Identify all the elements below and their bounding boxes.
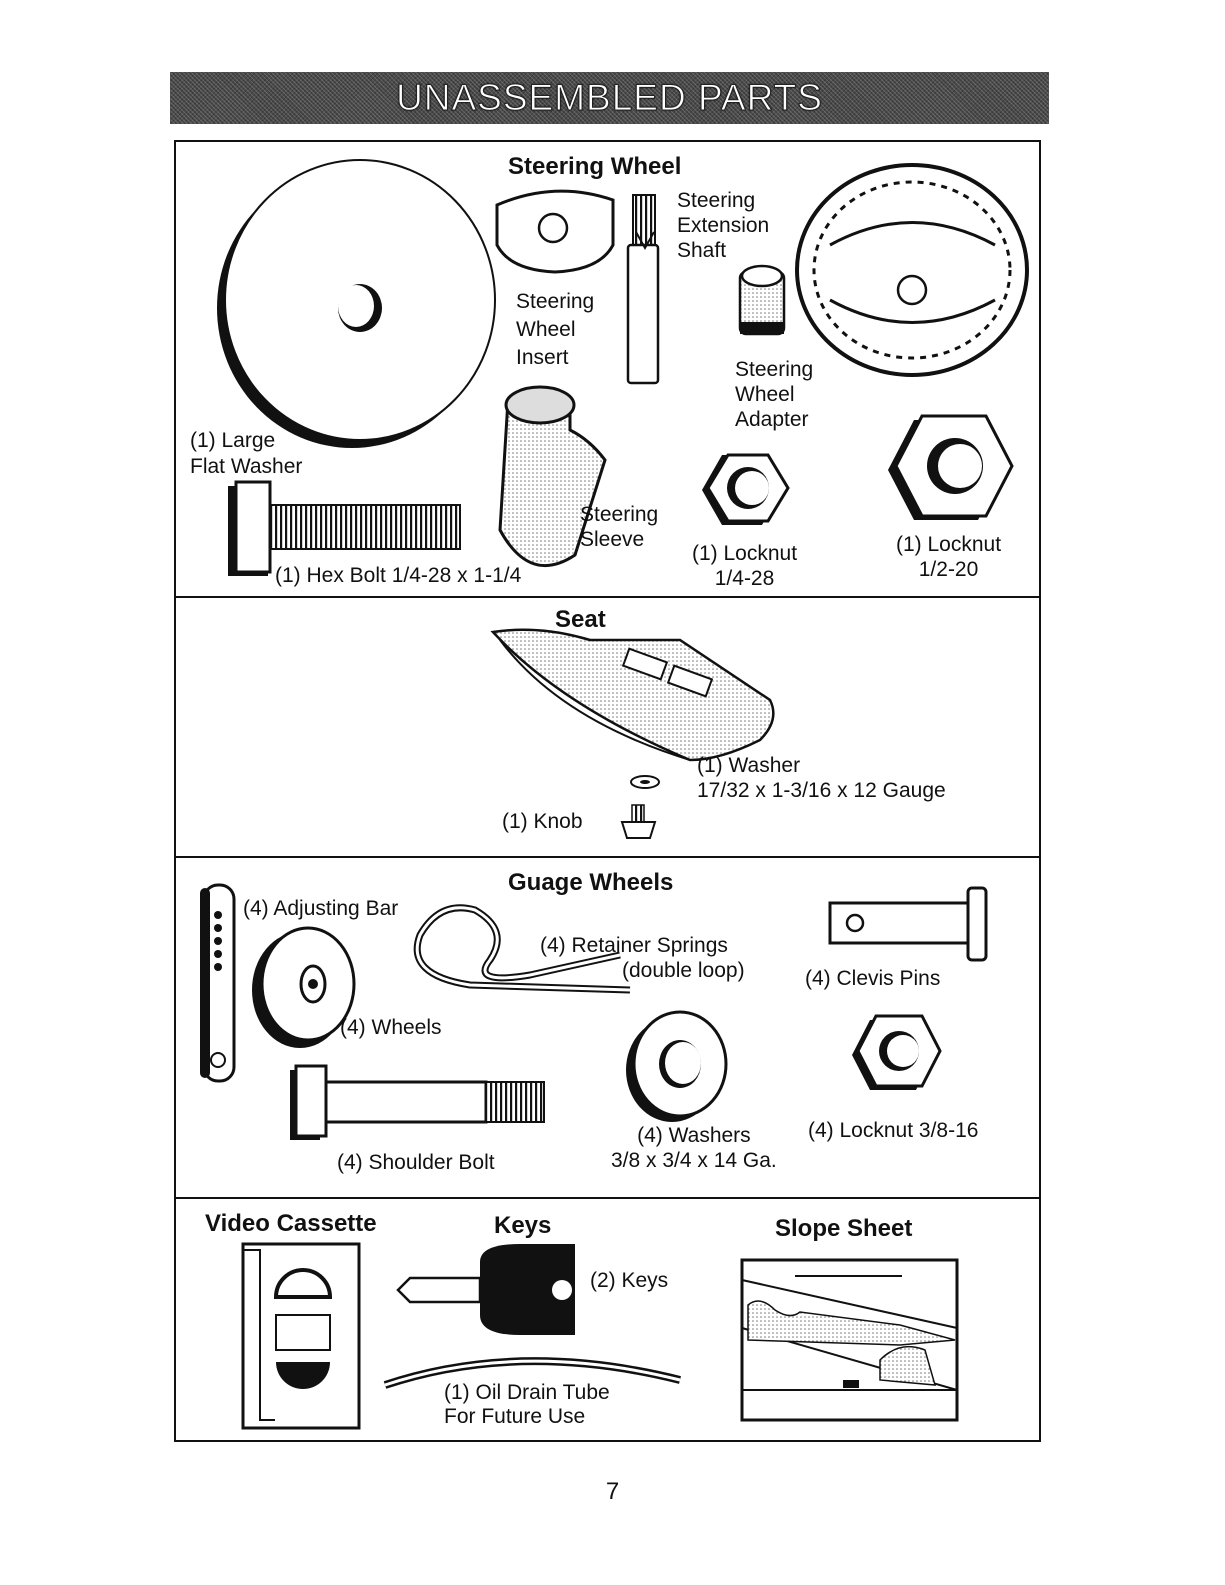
gauge-wheels-heading: Guage Wheels	[508, 869, 674, 896]
hex-bolt-icon	[228, 480, 461, 576]
oil-drain-tube-icon	[383, 1357, 681, 1389]
shoulder-bolt-icon	[290, 1064, 545, 1140]
divider-seat-gauge	[174, 856, 1041, 858]
video-cassette-heading: Video Cassette	[205, 1210, 377, 1237]
gauge-wheel-icon	[252, 926, 356, 1048]
large-flat-washer-icon	[217, 159, 496, 448]
page-title: UNASSEMBLED PARTS	[396, 77, 823, 119]
locknut-large-icon	[888, 414, 1014, 520]
page-number: 7	[605, 1478, 620, 1505]
steering-wheel-adapter-icon	[738, 264, 786, 336]
wheel-adapter-label: Steering Wheel Adapter	[735, 358, 814, 431]
adjusting-bar-icon	[200, 883, 236, 1083]
keys-heading: Keys	[494, 1212, 552, 1239]
locknut-small-label: (1) Locknut 1/4-28	[692, 542, 798, 590]
slope-sheet-icon	[740, 1258, 959, 1422]
clevis-pin-icon	[828, 886, 988, 962]
seat-washer-label: (1) Washer 17/32 x 1-3/16 x 12 Gauge	[697, 754, 946, 802]
gauge-washer-icon	[626, 1010, 728, 1122]
seat-heading: Seat	[555, 606, 606, 633]
steering-extension-shaft-icon	[626, 194, 660, 385]
washers-label: (4) Washers 3/8 x 3/4 x 14 Ga.	[611, 1124, 777, 1172]
keys-label: (2) Keys	[590, 1269, 669, 1292]
key-icon	[396, 1244, 575, 1335]
double-loop-label: (double loop)	[622, 959, 745, 982]
locknut-large-label: (1) Locknut 1/2-20	[896, 533, 1002, 581]
steering-sleeve-label: Steering Sleeve	[580, 503, 659, 551]
steering-wheel-insert-icon	[495, 189, 615, 274]
hex-bolt-label: (1) Hex Bolt 1/4-28 x 1-1/4	[275, 564, 522, 587]
divider-steering-seat	[174, 596, 1041, 598]
gauge-locknut-icon	[852, 1014, 942, 1090]
retainer-springs-label: (4) Retainer Springs	[540, 934, 728, 957]
wheels-label: (4) Wheels	[340, 1016, 442, 1039]
retainer-spring-icon	[413, 904, 631, 994]
clevis-pins-label: (4) Clevis Pins	[805, 967, 941, 990]
steering-wheel-heading: Steering Wheel	[508, 153, 682, 180]
steering-wheel-icon	[795, 163, 1029, 377]
extension-shaft-label: Steering Extension Shaft	[677, 189, 770, 262]
shoulder-bolt-label: (4) Shoulder Bolt	[337, 1151, 495, 1174]
divider-gauge-misc	[174, 1197, 1041, 1199]
steering-sleeve-icon	[498, 385, 607, 568]
oil-drain-tube-label: (1) Oil Drain Tube For Future Use	[444, 1381, 610, 1428]
seat-washer-icon	[630, 775, 660, 789]
slope-sheet-heading: Slope Sheet	[775, 1215, 913, 1242]
gauge-locknut-label: (4) Locknut 3/8-16	[808, 1119, 979, 1142]
locknut-small-icon	[702, 453, 790, 525]
knob-icon	[620, 804, 657, 839]
adjusting-bar-label: (4) Adjusting Bar	[243, 897, 399, 920]
video-cassette-icon	[241, 1242, 361, 1430]
wheel-insert-label: Steering Wheel Insert	[516, 290, 595, 369]
section-banner: UNASSEMBLED PARTS	[170, 72, 1049, 124]
large-flat-washer-label: (1) Large Flat Washer	[190, 429, 303, 478]
seat-icon	[490, 628, 775, 762]
knob-label: (1) Knob	[502, 810, 583, 833]
parts-frame	[174, 140, 1041, 1442]
